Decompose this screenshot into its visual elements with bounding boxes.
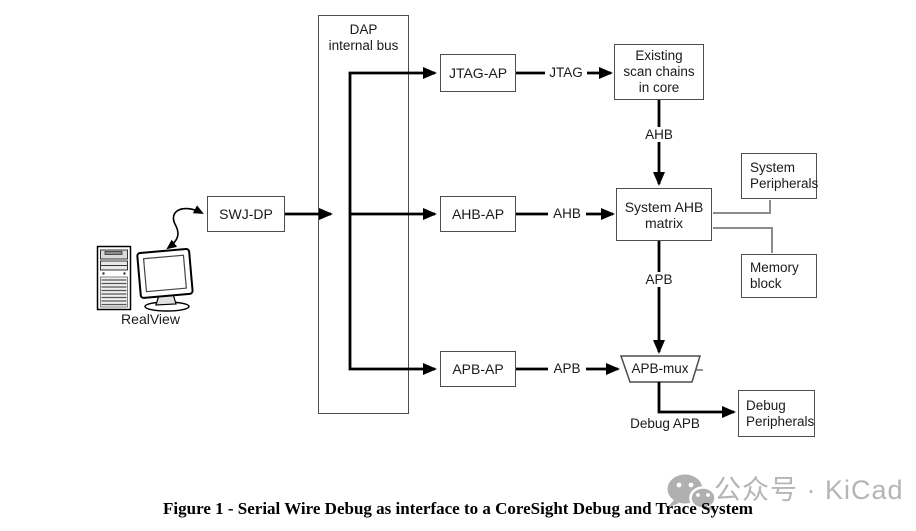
system-peripherals-box: System Peripherals	[741, 153, 819, 199]
matrix-to-memory-block-connector	[713, 227, 773, 253]
matrix-to-system-peripherals-connector	[713, 200, 771, 214]
apb-down-edge-label: APB	[639, 272, 679, 287]
dap-bus-label-line1: DAP	[349, 22, 378, 37]
mux-to-debug-peripherals-arrow	[657, 382, 736, 418]
host-to-swjdp-curved-arrow	[166, 205, 204, 250]
jtag-edge-label: JTAG	[545, 65, 587, 80]
apb-mux-label: APB-mux	[631, 361, 689, 376]
system-ahb-matrix-box: System AHB matrix	[616, 188, 712, 241]
apb-ap-label: APB-AP	[452, 361, 504, 377]
swj-dp-box: SWJ-DP	[207, 196, 285, 232]
memory-block-box: Memory block	[741, 254, 817, 298]
debug-periph-line2: Peripherals	[746, 413, 815, 429]
realview-label: RealView	[121, 311, 180, 327]
memory-line1: Memory	[750, 260, 799, 275]
dap-internal-bus-box: DAP internal bus	[318, 15, 409, 414]
dap-bus-label-line2: internal bus	[328, 38, 399, 53]
sys-periph-line2: Peripherals	[750, 176, 819, 191]
ahb-matrix-line1: System AHB	[624, 198, 704, 215]
figure-caption: Figure 1 - Serial Wire Debug as interfac…	[163, 499, 753, 518]
ahb-matrix-line2: matrix	[644, 214, 684, 231]
existing-scan-chains-box: Existing scan chains in core	[614, 44, 704, 100]
ahb-ap-box: AHB-AP	[440, 196, 516, 232]
debug-peripherals-box: Debug Peripherals	[738, 390, 815, 437]
apb-edge-label: APB	[548, 361, 586, 376]
debug-apb-edge-label: Debug APB	[630, 416, 700, 431]
watermark-text: 公众号 · KiCad	[714, 475, 904, 505]
scan-chains-line3: in core	[638, 80, 680, 95]
memory-line2: block	[750, 276, 782, 291]
scan-chains-line2: scan chains	[623, 64, 695, 79]
apb-ap-box: APB-AP	[440, 351, 516, 387]
computer-icon	[96, 245, 194, 312]
ahb-edge-label: AHB	[548, 206, 586, 221]
jtag-ap-label: JTAG-AP	[448, 65, 508, 81]
jtag-ap-box: JTAG-AP	[440, 54, 516, 92]
ahb-down-edge-label: AHB	[637, 127, 681, 142]
swj-dp-label: SWJ-DP	[219, 206, 273, 222]
debug-periph-line1: Debug	[746, 397, 786, 413]
sys-periph-line1: System	[750, 160, 796, 175]
scan-chains-line1: Existing	[635, 48, 683, 63]
ahb-ap-label: AHB-AP	[451, 206, 505, 222]
